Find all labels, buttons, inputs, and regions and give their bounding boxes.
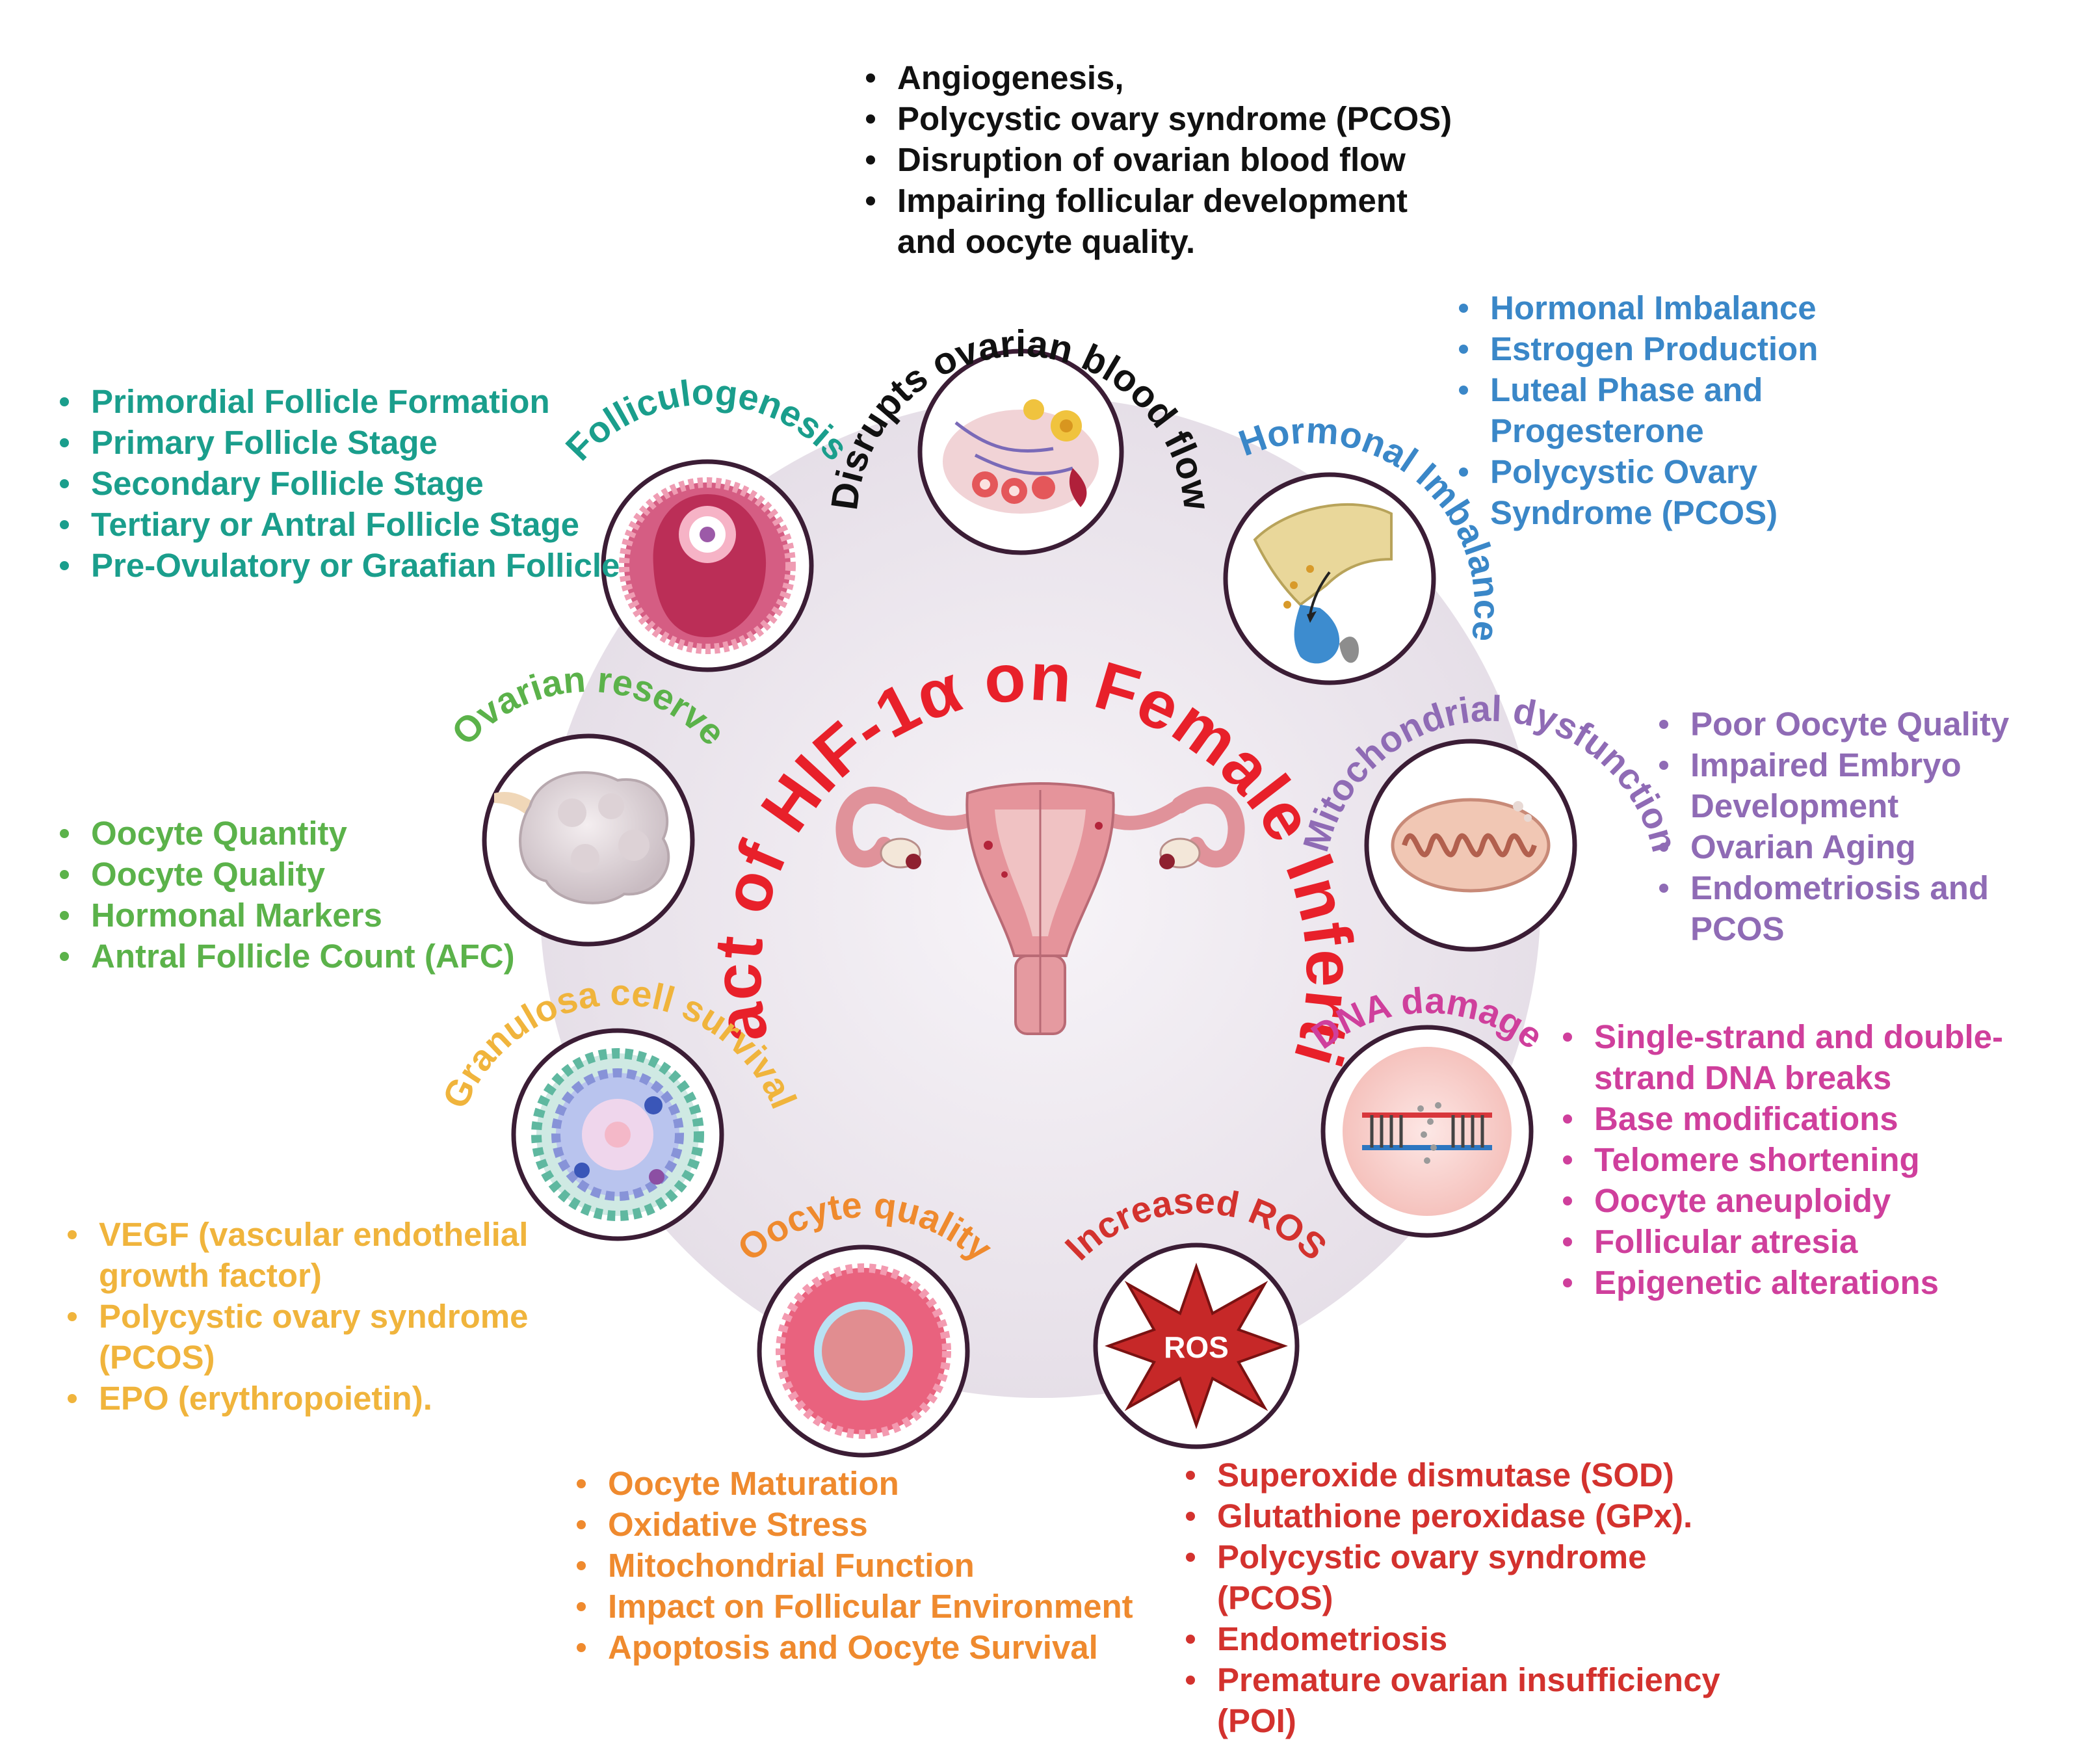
granulosa-cell-survival-list: VEGF (vascular endothelial growth factor… [60, 1214, 580, 1419]
hormonal-item: Luteal Phase and Progesterone [1451, 369, 1906, 451]
follicle-item: Tertiary or Antral Follicle Stage [52, 504, 637, 545]
follicle-item: Primordial Follicle Formation [52, 381, 637, 422]
oocyte-item: Mitochondrial Function [569, 1545, 1141, 1586]
ovary-blood-vessels-icon [943, 399, 1099, 514]
dna-item: Telomere shortening [1555, 1139, 2069, 1180]
blood-flow-item: Polycystic ovary syndrome (PCOS) [858, 98, 1469, 139]
mito-item: Endometriosis and PCOS [1651, 867, 2061, 949]
dna-strand-icon [1343, 1047, 1512, 1216]
mito-item: Poor Oocyte Quality [1651, 704, 2061, 744]
follicle-item: Primary Follicle Stage [52, 422, 637, 463]
granulosa-item: EPO (erythropoietin). [60, 1378, 580, 1419]
follicle-item: Pre-Ovulatory or Graafian Follicle [52, 545, 637, 586]
reserve-item: Antral Follicle Count (AFC) [52, 936, 559, 977]
dna-item: Single-strand and double-strand DNA brea… [1555, 1016, 2069, 1098]
oocyte-item: Apoptosis and Oocyte Survival [569, 1627, 1141, 1668]
pituitary-gland-icon [1253, 503, 1393, 664]
dna-damage-list: Single-strand and double-strand DNA brea… [1555, 1016, 2069, 1303]
granulosa-item: VEGF (vascular endothelial growth factor… [60, 1214, 580, 1296]
reserve-item: Oocyte Quantity [52, 813, 559, 854]
hormonal-item: Hormonal Imbalance [1451, 287, 1906, 328]
blood-flow-list: Angiogenesis,Polycystic ovary syndrome (… [858, 57, 1469, 262]
ros-item: Polycystic ovary syndrome (PCOS) [1178, 1536, 1763, 1618]
oocyte-item: Oocyte Maturation [569, 1463, 1141, 1504]
ovary-icon [494, 771, 670, 904]
blood-flow-item: Disruption of ovarian blood flow [858, 139, 1469, 180]
dna-item: Follicular atresia [1555, 1221, 2069, 1262]
follicle-item: Secondary Follicle Stage [52, 463, 637, 504]
oocyte-item: Impact on Follicular Environment [569, 1586, 1141, 1627]
ros-item: Premature ovarian insufficiency (POI) [1178, 1659, 1763, 1741]
node-increased-ros: ROS Increased ROS [1057, 1179, 1335, 1449]
mito-item: Ovarian Aging [1651, 826, 2061, 867]
hormonal-item: Polycystic Ovary Syndrome (PCOS) [1451, 451, 1906, 533]
uterus-icon [835, 782, 1245, 1035]
node-dna-damage: DNA damage [1304, 980, 1551, 1238]
ros-burst-icon: ROS [1105, 1262, 1288, 1430]
reserve-item: Hormonal Markers [52, 895, 559, 936]
mito-item: Impaired Embryo Development [1651, 744, 2061, 826]
dna-item: Oocyte aneuploidy [1555, 1180, 2069, 1221]
ros-item: Superoxide dismutase (SOD) [1178, 1455, 1763, 1495]
blood-flow-item: Impairing follicular development and ooc… [858, 180, 1469, 262]
ros-badge: ROS [1164, 1330, 1229, 1364]
follicle-icon [619, 477, 796, 654]
blood-flow-item: Angiogenesis, [858, 57, 1469, 98]
granulosa-item: Polycystic ovary syndrome (PCOS) [60, 1296, 580, 1378]
granulosa-cells-icon [531, 1048, 704, 1221]
ros-item: Glutathione peroxidase (GPx). [1178, 1495, 1763, 1536]
oocyte-item: Oxidative Stress [569, 1504, 1141, 1545]
ros-item: Endometriosis [1178, 1618, 1763, 1659]
dna-item: Base modifications [1555, 1098, 2069, 1139]
node-ovarian-reserve: Ovarian reserve [443, 659, 733, 947]
mitochondrion-icon [1391, 798, 1551, 893]
hormonal-item: Estrogen Production [1451, 328, 1906, 369]
increased-ros-list: Superoxide dismutase (SOD)Glutathione pe… [1178, 1455, 1763, 1741]
node-oocyte-quality: Oocyte quality [729, 1184, 1000, 1458]
dna-item: Epigenetic alterations [1555, 1262, 2069, 1303]
oocyte-icon [776, 1263, 951, 1439]
reserve-item: Oocyte Quality [52, 854, 559, 895]
